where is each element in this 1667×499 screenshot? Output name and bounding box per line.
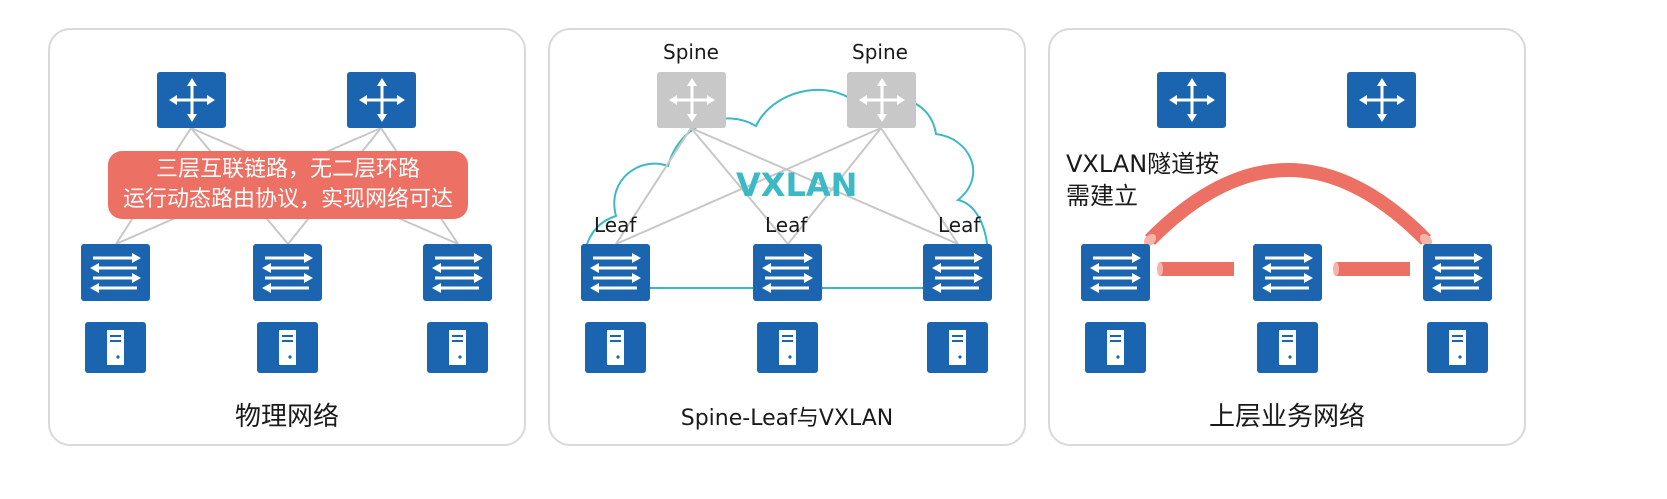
- spine-leaf-caption: Spine-Leaf与VXLAN: [680, 406, 894, 431]
- spine-router-2: [347, 72, 416, 128]
- leaf-label-1: Leaf: [594, 213, 637, 237]
- spine-router-1: [157, 72, 226, 128]
- spine-leaf-vxlan-panel: Spine Spine Leaf Leaf Leaf VXLAN Spine-L…: [548, 28, 1026, 446]
- server-icon: [1449, 330, 1466, 365]
- server-2: [257, 322, 318, 373]
- leaf-switch-1: [581, 244, 650, 301]
- physical-network-caption: 物理网络: [234, 402, 339, 432]
- leaf-switch-1: [81, 244, 150, 301]
- server-icon: [449, 330, 466, 365]
- overlay-topology: [1081, 72, 1492, 373]
- callout-line-1: 三层互联链路，无二层环路: [155, 157, 420, 182]
- leaf-switch-2: [1253, 244, 1322, 301]
- leaf-switch-2: [753, 244, 822, 301]
- spine-leaf-topology: [581, 72, 992, 373]
- switch-icon: [765, 256, 809, 290]
- server-3: [427, 322, 488, 373]
- router-icon: [367, 85, 397, 115]
- server-icon: [1279, 330, 1296, 365]
- overlay-network-caption: 上层业务网络: [1208, 402, 1365, 432]
- leaf-switch-2: [253, 244, 322, 301]
- spine-router-2: [1347, 72, 1416, 128]
- server-3: [1427, 322, 1488, 373]
- server-icon: [779, 330, 796, 365]
- tunnel-note: VXLAN隧道按 需建立: [1066, 148, 1219, 212]
- vxlan-tunnel-short-1: [1157, 262, 1234, 276]
- leaf-switch-1: [1081, 244, 1150, 301]
- server-icon: [607, 330, 624, 365]
- router-icon: [867, 85, 897, 115]
- server-1: [585, 322, 646, 373]
- switch-icon: [265, 256, 309, 290]
- leaf-switch-3: [423, 244, 492, 301]
- server-icon: [949, 330, 966, 365]
- router-icon: [1367, 85, 1397, 115]
- router-icon: [1177, 85, 1207, 115]
- spine-router-1: [1157, 72, 1226, 128]
- physical-network-topology: [81, 72, 492, 373]
- router-icon: [177, 85, 207, 115]
- callout-line-2: 运行动态路由协议，实现网络可达: [122, 187, 453, 212]
- physical-network-panel: 三层互联链路，无二层环路 运行动态路由协议，实现网络可达 物理网络: [48, 28, 526, 446]
- router-icon: [677, 85, 707, 115]
- server-1: [85, 322, 146, 373]
- switch-icon: [1265, 256, 1309, 290]
- leaf-label-3: Leaf: [938, 213, 981, 237]
- server-icon: [107, 330, 124, 365]
- underlay-callout: 三层互联链路，无二层环路 运行动态路由协议，实现网络可达: [108, 151, 468, 219]
- vxlan-tunnel-arc: [1145, 163, 1431, 245]
- switch-icon: [435, 256, 479, 290]
- leaf-switch-3: [923, 244, 992, 301]
- server-2: [757, 322, 818, 373]
- tunnel-note-line-1: VXLAN隧道按: [1066, 150, 1220, 178]
- switch-icon: [93, 256, 137, 290]
- spine-router-1: [657, 72, 726, 128]
- switch-icon: [935, 256, 979, 290]
- spine-router-2: [847, 72, 916, 128]
- switch-icon: [1435, 256, 1479, 290]
- overlay-network-panel: VXLAN隧道按 需建立 上层业务网络: [1048, 28, 1526, 446]
- leaf-switch-3: [1423, 244, 1492, 301]
- server-1: [1085, 322, 1146, 373]
- vxlan-cloud: [582, 88, 989, 289]
- leaf-label-2: Leaf: [765, 213, 808, 237]
- server-2: [1257, 322, 1318, 373]
- switch-icon: [593, 256, 637, 290]
- vxlan-tunnel-short-2: [1333, 262, 1410, 276]
- vxlan-overlay-label: VXLAN: [736, 166, 858, 204]
- fabric-links: [615, 127, 959, 245]
- tunnel-note-line-2: 需建立: [1066, 182, 1138, 210]
- server-3: [927, 322, 988, 373]
- switch-icon: [1093, 256, 1137, 290]
- server-icon: [1107, 330, 1124, 365]
- spine-label-2: Spine: [852, 40, 908, 64]
- spine-label-1: Spine: [663, 40, 719, 64]
- server-icon: [279, 330, 296, 365]
